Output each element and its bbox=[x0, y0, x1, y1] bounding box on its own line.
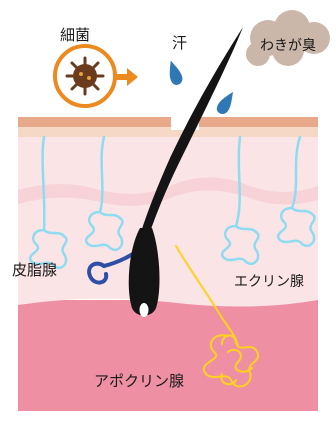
sweat-drop-right bbox=[215, 89, 238, 117]
bacteria-icon bbox=[55, 46, 138, 106]
hair-papilla bbox=[140, 303, 149, 317]
label-apocrine-gland: アポクリン腺 bbox=[94, 372, 184, 390]
bacteria-body bbox=[73, 64, 97, 88]
epidermis-top bbox=[18, 117, 318, 127]
skin-layers bbox=[18, 114, 318, 411]
subcutaneous-layer bbox=[18, 300, 318, 411]
label-eccrine-gland: エクリン腺 bbox=[234, 274, 304, 290]
bacteria-arrow bbox=[115, 68, 138, 86]
epidermis-cream bbox=[18, 126, 318, 137]
sweat-drop-left bbox=[165, 59, 185, 87]
label-sweat: 汗 bbox=[172, 34, 187, 52]
label-odor: わきが臭 bbox=[260, 38, 316, 54]
label-bacteria: 細菌 bbox=[60, 26, 90, 44]
label-sebaceous-gland: 皮脂腺 bbox=[12, 261, 57, 279]
